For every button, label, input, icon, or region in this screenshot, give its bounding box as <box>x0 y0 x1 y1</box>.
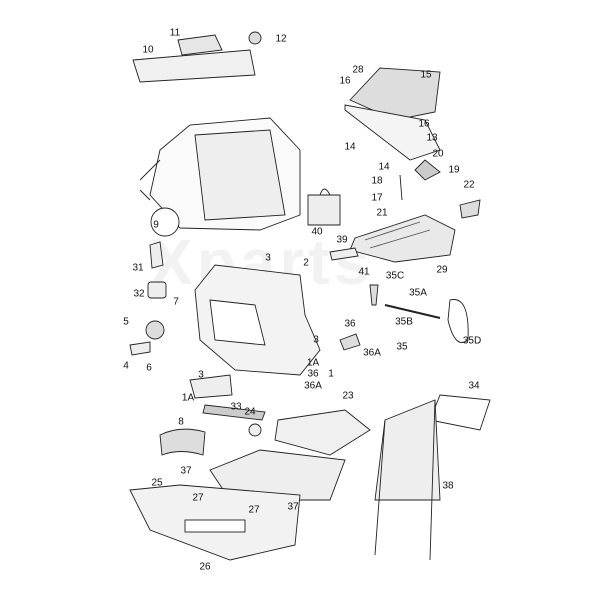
strap-part-35A <box>384 304 441 319</box>
callout-label: 9 <box>153 219 159 231</box>
floor-cover-part-21 <box>349 214 456 263</box>
bolt-part-35C <box>369 284 379 306</box>
callout-label: 1 <box>328 368 334 380</box>
callout-label: 24 <box>244 406 256 418</box>
strap-part-35D <box>447 299 469 343</box>
callout-label: 8 <box>178 416 184 428</box>
callout-label: 28 <box>352 64 364 76</box>
cap-part-12 <box>248 31 262 45</box>
cargo-cover-part-38 <box>374 399 441 501</box>
callout-label: 35D <box>462 335 482 347</box>
callout-label: 38 <box>442 480 454 492</box>
callout-label: 1A <box>306 357 320 369</box>
callout-label: 37 <box>180 465 192 477</box>
cover-part-11 <box>177 34 223 56</box>
callout-label: 34 <box>468 380 480 392</box>
net-part-34 <box>429 394 491 431</box>
callout-label: 35C <box>385 270 405 282</box>
callout-label: 15 <box>420 69 432 81</box>
callout-label: 14 <box>344 141 356 153</box>
side-trim-panel-part-1 <box>189 264 321 399</box>
callout-label: 25 <box>151 477 163 489</box>
callout-label: 17 <box>371 192 383 204</box>
callout-label: 10 <box>142 44 154 56</box>
cover-part-1A <box>189 374 233 399</box>
callout-label: 5 <box>123 316 129 328</box>
callout-label: 36A <box>363 347 381 359</box>
bag-part-40 <box>307 194 341 226</box>
callout-label: 16 <box>418 118 430 130</box>
callout-label: 3 <box>265 252 271 264</box>
callout-label: 21 <box>376 207 388 219</box>
vehicle-rear-view <box>139 117 301 237</box>
bracket-part-39 <box>329 247 359 261</box>
callout-label: 26 <box>199 561 211 573</box>
clip-part-36 <box>339 333 361 351</box>
callout-label: 27 <box>248 504 260 516</box>
callout-label: 31 <box>132 262 144 274</box>
callout-label: 36A <box>304 380 322 392</box>
callout-label: 39 <box>336 234 348 246</box>
callout-label: 32 <box>133 288 145 300</box>
floor-panel-part-23 <box>274 409 371 456</box>
callout-label: 19 <box>448 164 460 176</box>
roof-liner-panel <box>132 31 262 83</box>
callout-label: 1A <box>181 392 195 404</box>
callout-label: 27 <box>192 492 204 504</box>
callout-label: 35 <box>396 341 408 353</box>
callout-label: 3 <box>313 334 319 346</box>
callout-label: 36 <box>344 318 356 330</box>
callout-label: 14 <box>378 161 390 173</box>
callout-label: 33 <box>230 401 242 413</box>
seal-part-32 <box>147 281 167 299</box>
sill-part-33 <box>202 404 266 421</box>
callout-label: 40 <box>311 226 323 238</box>
tailgate-trim-panel <box>344 67 481 219</box>
callout-label: 20 <box>432 148 444 160</box>
callout-label: 12 <box>275 33 287 45</box>
callout-label: 37 <box>287 501 299 513</box>
callout-label: 36 <box>307 368 319 380</box>
callout-label: 3 <box>198 369 204 381</box>
callout-label: 2 <box>303 257 309 269</box>
callout-label: 6 <box>146 362 152 374</box>
callout-label: 13 <box>426 132 438 144</box>
callout-label: 41 <box>358 266 370 278</box>
callout-label: 7 <box>173 296 179 308</box>
net-part-8 <box>159 428 206 456</box>
callout-label: 35B <box>395 316 413 328</box>
callout-label: 29 <box>436 264 448 276</box>
connector-part-22 <box>459 199 481 219</box>
handle-part-9 <box>149 241 164 269</box>
callout-label: 16 <box>339 75 351 87</box>
housing-part-4 <box>129 341 151 356</box>
callout-label: 4 <box>123 360 129 372</box>
callout-label: 22 <box>463 179 475 191</box>
callout-label: 23 <box>342 390 354 402</box>
callout-label: 11 <box>169 27 181 39</box>
callout-label: 18 <box>371 175 383 187</box>
callout-label: 35A <box>409 287 427 299</box>
cap-part-24 <box>248 423 262 437</box>
cap-part-5 <box>145 320 165 340</box>
